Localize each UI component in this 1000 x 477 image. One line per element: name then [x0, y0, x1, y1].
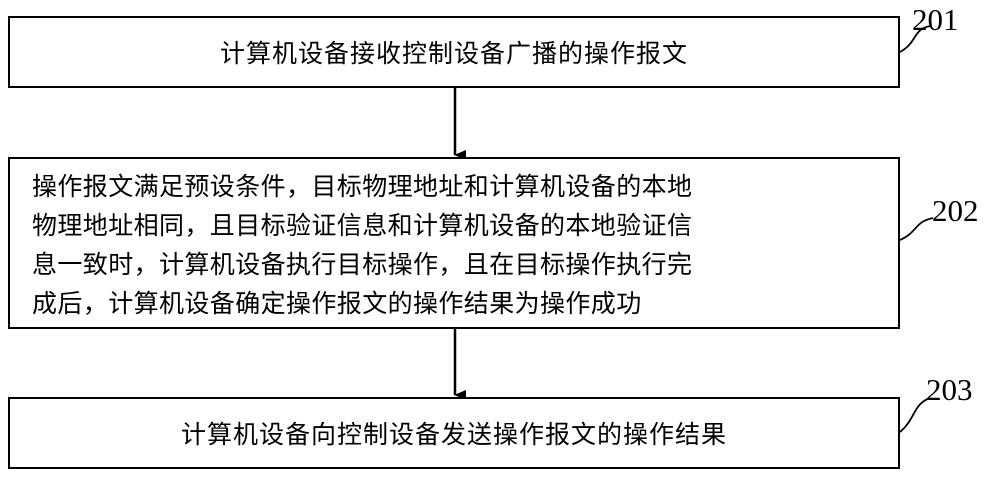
step-text-201: 计算机设备接收控制设备广播的操作报文 — [220, 34, 688, 70]
step-text-202-line-2: 物理地址相同，且目标验证信息和计算机设备的本地验证信 — [32, 206, 882, 245]
step-box-203: 计算机设备向控制设备发送操作报文的操作结果 — [8, 397, 900, 469]
step-text-202-line-3: 息一致时，计算机设备执行目标操作，且在目标操作执行完 — [32, 245, 882, 284]
step-box-201: 计算机设备接收控制设备广播的操作报文 — [8, 16, 900, 88]
step-text-202-line-4: 成后，计算机设备确定操作报文的操作结果为操作成功 — [32, 284, 882, 323]
step-text-202-line-1: 操作报文满足预设条件，目标物理地址和计算机设备的本地 — [32, 167, 882, 206]
step-text-203: 计算机设备向控制设备发送操作报文的操作结果 — [181, 415, 727, 451]
leader-202 — [900, 218, 933, 240]
step-label-201: 201 — [912, 2, 959, 38]
step-box-202: 操作报文满足预设条件，目标物理地址和计算机设备的本地 物理地址相同，且目标验证信… — [8, 157, 900, 329]
step-label-203: 203 — [926, 372, 973, 408]
step-label-202: 202 — [932, 193, 979, 229]
